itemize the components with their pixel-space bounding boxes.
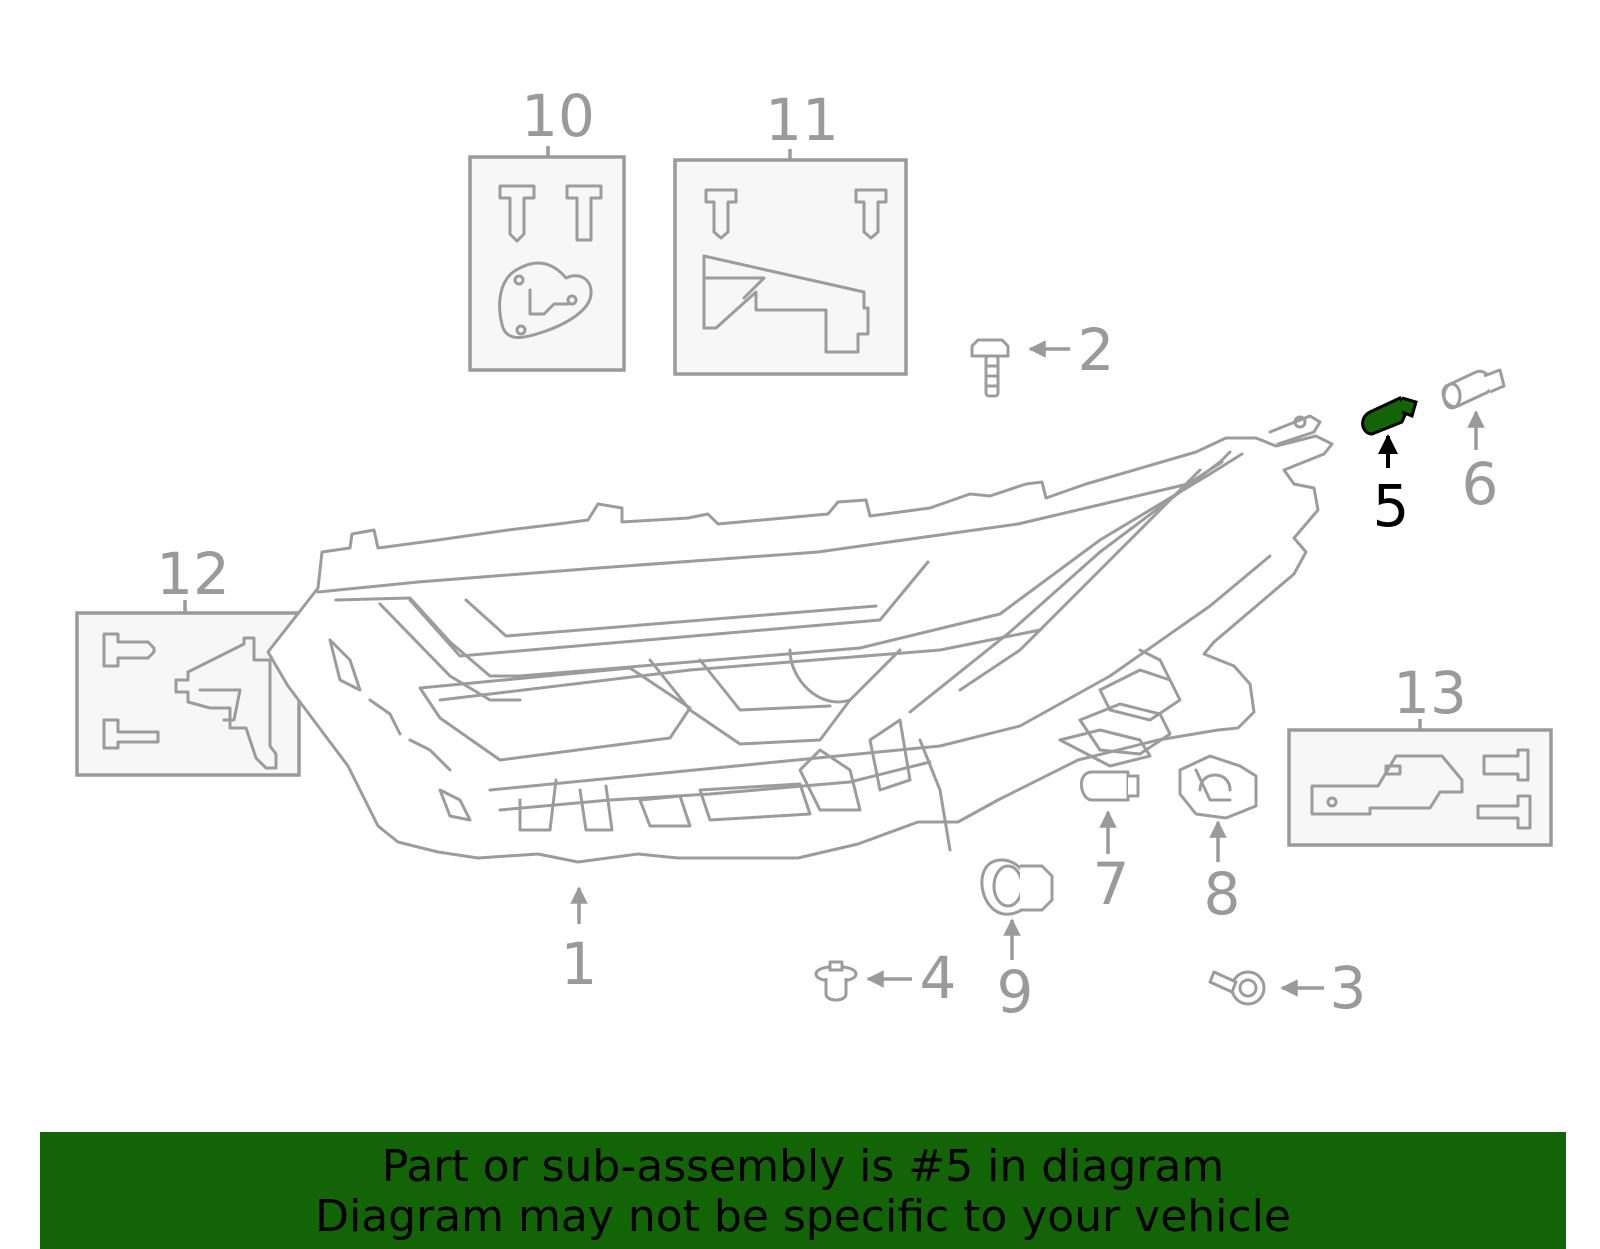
callout-label-13: 13 xyxy=(1393,659,1467,727)
headlamp-assembly[interactable] xyxy=(266,414,1334,864)
callout-label-3: 3 xyxy=(1330,954,1367,1022)
callout-box-13[interactable] xyxy=(1287,719,1553,847)
bolt-icon[interactable] xyxy=(970,338,1010,398)
socket-icon[interactable] xyxy=(1178,754,1258,820)
mount-icon xyxy=(102,632,278,770)
callout-box-12[interactable] xyxy=(75,600,301,777)
callout-label-11: 11 xyxy=(765,86,839,154)
highlighted-bulb-icon[interactable] xyxy=(1361,396,1418,436)
callout-labels: 10 11 12 13 1 2 3 4 5 6 7 8 9 xyxy=(156,82,1498,1026)
leader-lines xyxy=(570,340,1485,997)
callout-label-1: 1 xyxy=(561,930,598,998)
banner-line-disclaimer: Diagram may not be specific to your vehi… xyxy=(315,1191,1291,1242)
callout-label-5: 5 xyxy=(1373,472,1410,540)
callout-label-6: 6 xyxy=(1462,450,1499,518)
callout-label-12: 12 xyxy=(156,540,230,608)
bulb-icon[interactable] xyxy=(1080,770,1140,802)
bolt-icon[interactable] xyxy=(1208,970,1266,1006)
clip-icon[interactable] xyxy=(814,960,858,1002)
callout-label-7: 7 xyxy=(1093,850,1130,918)
callout-box-11[interactable] xyxy=(673,149,908,376)
banner-line-part: Part or sub-assembly is #5 in diagram xyxy=(381,1141,1225,1192)
info-banner: Part or sub-assembly is #5 in diagram Di… xyxy=(40,1132,1566,1249)
callout-label-8: 8 xyxy=(1204,860,1241,928)
callout-label-2: 2 xyxy=(1078,316,1115,384)
callout-label-4: 4 xyxy=(920,944,957,1012)
callout-box-10[interactable] xyxy=(468,146,626,372)
callout-label-10: 10 xyxy=(521,82,595,150)
bulb-socket-icon[interactable] xyxy=(1441,368,1506,410)
clip-icon xyxy=(498,184,603,339)
bracket-icon xyxy=(702,188,888,354)
bracket-icon xyxy=(1310,748,1532,830)
callout-label-9: 9 xyxy=(997,958,1034,1026)
grommet-icon[interactable] xyxy=(980,858,1054,916)
